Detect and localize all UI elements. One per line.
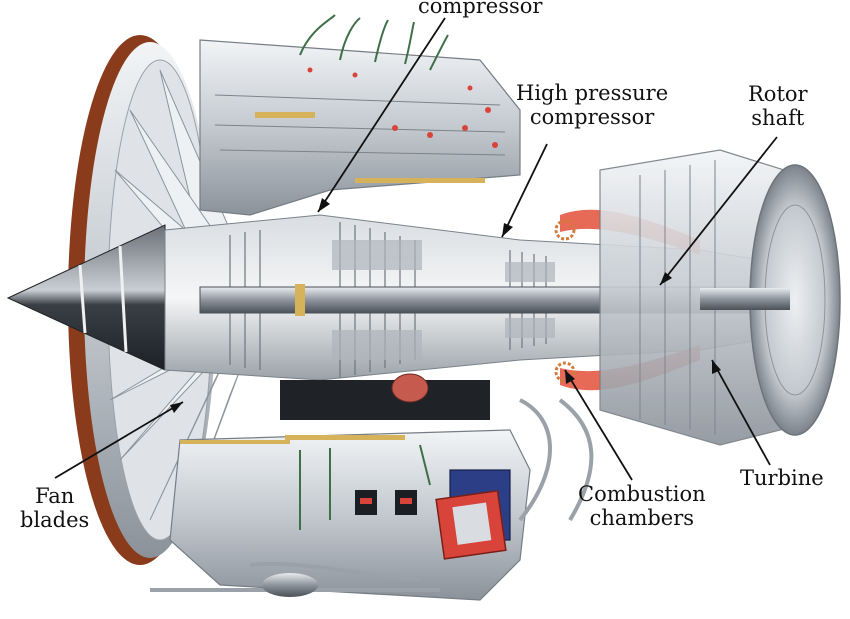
upper-casing <box>199 14 521 216</box>
leader-rotor-shaft <box>659 136 778 286</box>
label-high-pressure-line1: High pressure <box>516 81 669 105</box>
label-high-pressure-line2: compressor <box>529 105 655 129</box>
turbine-section <box>599 149 841 446</box>
label-low-pressure-compressor: compressor <box>418 0 542 18</box>
label-rotor-line2: shaft <box>751 106 805 130</box>
arrowhead-combustion <box>565 370 575 384</box>
label-rotor-line1: Rotor <box>748 82 808 106</box>
label-combustion-line1: Combustion <box>578 482 706 506</box>
arrowhead-low-pressure <box>318 198 330 212</box>
leader-turbine <box>711 359 771 466</box>
label-turbine: Turbine <box>740 466 824 490</box>
label-low-pressure-line: compressor <box>418 0 543 18</box>
label-fan-line2: blades <box>20 508 90 532</box>
label-rotor-shaft: Rotor shaft <box>748 82 808 130</box>
leader-low-pressure-compressor <box>317 17 446 213</box>
label-fan-blades: Fan blades <box>20 484 89 532</box>
lower-casing <box>150 373 594 601</box>
label-combustion-line2: chambers <box>589 506 695 530</box>
arrowhead-rotor-shaft <box>660 272 672 285</box>
arrowhead-turbine <box>712 360 721 374</box>
arrowheads <box>170 198 721 413</box>
arrowhead-fan-blades <box>170 402 183 413</box>
leader-high-pressure-compressor <box>501 143 548 238</box>
label-high-pressure-compressor: High pressure compressor <box>516 81 668 129</box>
label-combustion-chambers: Combustion chambers <box>578 482 706 530</box>
label-turbine-text: Turbine <box>740 466 824 490</box>
leader-combustion-chambers <box>564 369 633 481</box>
leader-lines <box>54 17 778 481</box>
arrowhead-high-pressure <box>502 223 513 237</box>
label-fan-line1: Fan <box>35 484 75 508</box>
leader-fan-blades <box>54 401 184 479</box>
